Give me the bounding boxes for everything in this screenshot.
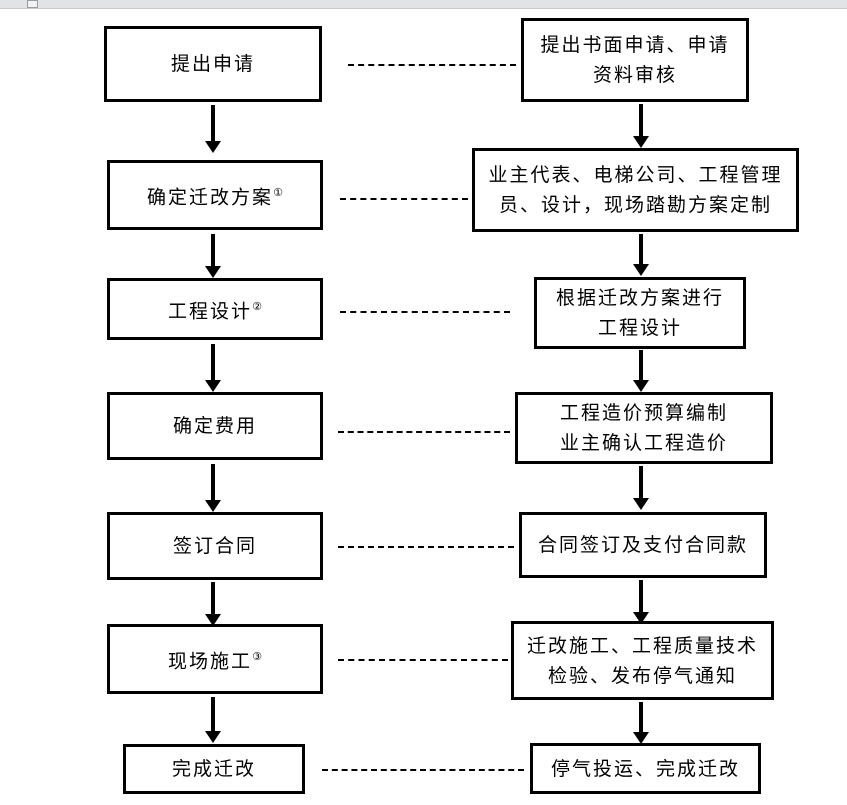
flow-node-left-6-note: ③ (252, 649, 262, 663)
page-margin-marker (27, 0, 38, 8)
flow-node-left-1[interactable]: 提出申请 (104, 26, 322, 102)
flow-node-left-3-note: ② (252, 299, 262, 313)
flow-node-left-6-label: 现场施工③ (168, 649, 262, 673)
flow-node-left-3-label: 工程设计② (168, 299, 262, 323)
dashed-connector-4 (338, 431, 510, 433)
arrow-right-1-to-2 (625, 104, 657, 148)
arrow-left-4-to-5 (197, 464, 229, 512)
flow-node-left-7[interactable]: 完成迁改 (123, 744, 305, 794)
flow-node-right-1[interactable]: 提出书面申请、申请 资料审核 (521, 18, 749, 102)
arrow-left-2-to-3 (197, 234, 229, 278)
dashed-connector-7 (322, 769, 524, 771)
dashed-connector-2 (340, 198, 468, 200)
arrow-right-2-to-3 (625, 234, 657, 276)
flow-node-left-2[interactable]: 确定迁改方案① (107, 160, 323, 230)
flow-node-left-1-label: 提出申请 (170, 53, 255, 75)
page-top-strip (0, 0, 847, 9)
flow-node-left-7-label: 完成迁改 (171, 758, 256, 780)
flow-node-left-6[interactable]: 现场施工③ (107, 624, 323, 694)
flow-node-left-4[interactable]: 确定费用 (107, 392, 323, 460)
arrow-right-6-to-7 (625, 702, 657, 744)
arrow-left-5-to-6 (197, 582, 229, 626)
arrow-left-1-to-2 (197, 105, 229, 153)
flow-node-right-3-label: 根据迁改方案进行 工程设计 (555, 287, 724, 339)
dashed-connector-6 (338, 659, 508, 661)
flow-node-right-4[interactable]: 工程造价预算编制 业主确认工程造价 (515, 392, 773, 464)
flow-node-right-7[interactable]: 停气投运、完成迁改 (530, 743, 761, 794)
flow-node-left-4-label: 确定费用 (172, 415, 257, 437)
arrow-right-3-to-4 (625, 350, 657, 392)
flow-node-right-6[interactable]: 迁改施工、工程质量技术 检验、发布停气通知 (511, 621, 774, 700)
flow-node-right-5[interactable]: 合同签订及支付合同款 (519, 512, 767, 578)
flow-node-left-5[interactable]: 签订合同 (107, 512, 323, 580)
flow-node-right-7-label: 停气投运、完成迁改 (550, 757, 740, 780)
flow-node-left-3[interactable]: 工程设计② (107, 278, 323, 340)
flow-node-right-3[interactable]: 根据迁改方案进行 工程设计 (534, 277, 746, 349)
flow-node-left-2-note: ① (273, 185, 283, 199)
flow-node-right-5-label: 合同签订及支付合同款 (537, 534, 748, 556)
dashed-connector-5 (338, 546, 514, 548)
flow-node-left-5-label: 签订合同 (172, 535, 257, 557)
arrow-left-6-to-7 (197, 697, 229, 743)
flow-node-right-2-label: 业主代表、电梯公司、工程管理 员、设计，现场踏勘方案定制 (488, 164, 783, 216)
arrow-right-4-to-5 (625, 466, 657, 510)
dashed-connector-3 (340, 311, 510, 313)
flow-node-right-2[interactable]: 业主代表、电梯公司、工程管理 员、设计，现场踏勘方案定制 (472, 148, 799, 232)
arrow-right-5-to-6 (625, 580, 657, 624)
flow-node-right-4-label: 工程造价预算编制 业主确认工程造价 (559, 402, 728, 454)
arrow-left-3-to-4 (197, 344, 229, 392)
flow-node-right-1-label: 提出书面申请、申请 资料审核 (540, 34, 730, 86)
dashed-connector-1 (348, 64, 516, 66)
flow-node-left-2-label: 确定迁改方案① (147, 185, 283, 209)
flow-node-right-6-label: 迁改施工、工程质量技术 检验、发布停气通知 (526, 634, 758, 687)
